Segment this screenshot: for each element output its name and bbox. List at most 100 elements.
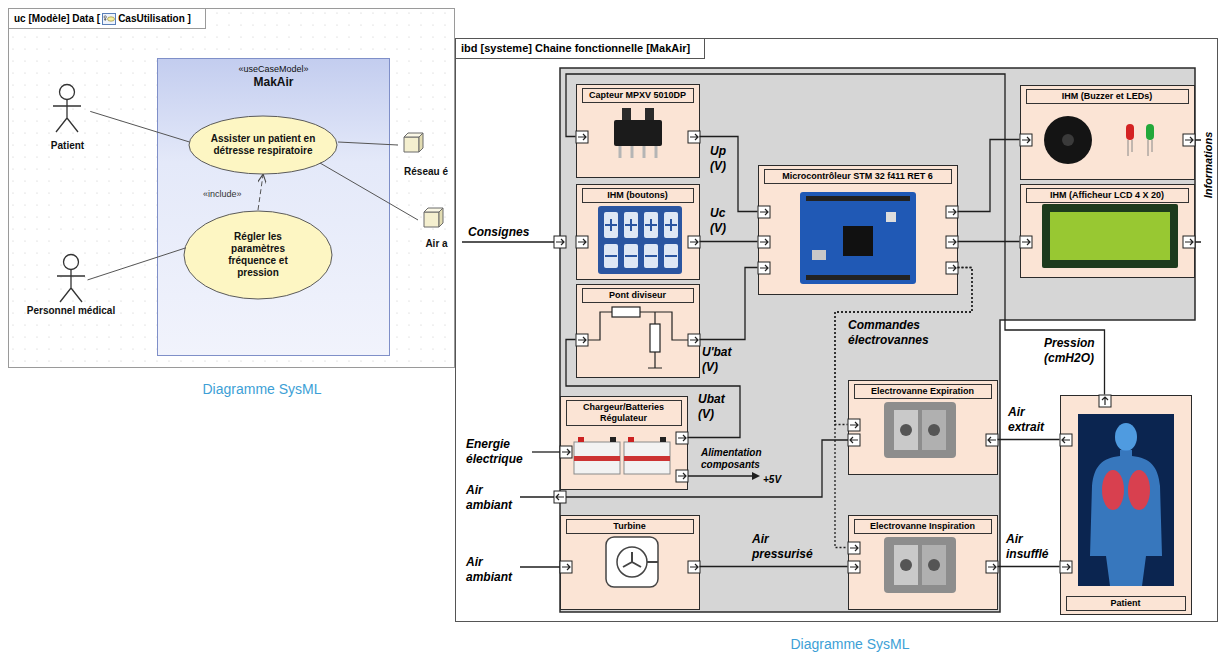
port-arrow	[556, 239, 564, 245]
board-connector	[812, 250, 826, 260]
flow-wire	[520, 566, 560, 567]
board-button	[886, 212, 896, 222]
port-arrow	[690, 134, 698, 140]
flow-port	[688, 236, 700, 248]
port-square	[946, 262, 958, 274]
flow-port	[688, 131, 700, 143]
port-arrow	[850, 545, 858, 551]
connector-group	[88, 74, 1105, 567]
block-icon	[424, 208, 443, 227]
cube-front	[424, 212, 439, 227]
port-square	[946, 206, 958, 218]
port-arrow	[1185, 137, 1193, 143]
label-holder: Air a	[418, 238, 455, 250]
port-arrow	[850, 437, 858, 443]
flow-port	[946, 236, 958, 248]
block-title: Chargeur/Batteries Régulateur	[566, 400, 682, 426]
signal-label: Commandes électrovannes	[848, 318, 958, 348]
icon-frame	[103, 13, 116, 24]
port-square	[688, 334, 700, 346]
connector	[320, 163, 418, 220]
port-arrow	[760, 209, 768, 215]
port-square	[1060, 434, 1072, 446]
actor-head	[64, 255, 79, 270]
flow-label: Consignes	[468, 225, 529, 240]
circuit-wire	[588, 312, 688, 368]
block-title: IHM (boutons)	[582, 188, 694, 203]
port-arrow	[578, 337, 586, 343]
block-title: Capteur MPXV 5010DP	[582, 88, 694, 103]
flow-port	[576, 131, 588, 143]
plus-symbol	[605, 219, 677, 231]
flow-port	[576, 236, 588, 248]
label-holder: Uc (V)	[710, 206, 740, 236]
resistor-symbol	[650, 324, 660, 352]
label-holder: Informations	[1201, 100, 1215, 230]
port-square	[560, 446, 572, 458]
actor-figure	[57, 255, 85, 303]
connector	[566, 340, 740, 438]
port-square	[1060, 561, 1072, 573]
board-pcb	[800, 192, 916, 284]
led-red	[1126, 124, 1134, 140]
use-case-ellipse-shape	[189, 116, 337, 174]
port-arrow	[1102, 397, 1108, 405]
arrowhead	[752, 472, 760, 480]
minus-symbol	[605, 255, 677, 257]
battery-stripe	[624, 456, 670, 461]
port-arrow	[1022, 239, 1030, 245]
board-header	[806, 275, 910, 280]
use-case-name: Régler les paramètres fréquence et press…	[216, 231, 300, 279]
port-square	[848, 542, 860, 554]
turbine-housing	[606, 537, 658, 587]
valve-illustration	[884, 537, 956, 593]
label-holder: Patient	[35, 140, 100, 152]
pressure-sensor-illustration	[614, 108, 662, 158]
port-arrow	[850, 564, 858, 570]
port-arrow	[1185, 239, 1193, 245]
turbine-blades	[623, 552, 658, 567]
valve-body	[884, 402, 956, 458]
dashed-connector	[835, 268, 972, 425]
patient-torso	[1090, 450, 1162, 586]
label-holder: Diagramme SysML	[162, 381, 362, 397]
frame-heading: uc [Modèle] Data [	[14, 12, 100, 25]
flow-port	[1060, 434, 1072, 446]
battery-body	[624, 442, 670, 474]
icon-actor	[104, 15, 106, 17]
buzzer-hole	[1062, 134, 1074, 146]
label-holder: Personnel médical	[12, 305, 130, 317]
flow-label: Air ambiant	[466, 555, 516, 585]
stereotype-label: «include»	[203, 189, 242, 200]
port-square	[1020, 134, 1032, 146]
block-title: Pont diviseur	[582, 288, 694, 303]
block-title: Electrovanne Expiration	[854, 384, 992, 399]
use-case-ellipse-shape	[184, 211, 332, 299]
label-holder: Up (V)	[710, 144, 740, 174]
lung	[1102, 470, 1124, 510]
signal-label: Uc (V)	[710, 206, 740, 236]
stereotype: «useCaseModel»	[158, 64, 389, 74]
port-square	[688, 236, 700, 248]
flow-port	[986, 434, 998, 446]
lcd-frame	[1042, 204, 1178, 268]
patient-head	[1115, 423, 1137, 451]
connector	[998, 439, 1060, 440]
label-holder: +5V	[763, 469, 793, 487]
diagram-frame: Assister un patient en détresse respirat…	[8, 8, 455, 368]
port-arrow	[678, 435, 686, 441]
port-arrow	[1022, 137, 1030, 143]
signal-label: Air extrait	[1008, 405, 1058, 435]
button-panel	[598, 206, 682, 274]
block: Pont diviseur	[576, 284, 700, 378]
flow-port	[758, 262, 770, 274]
board-header	[806, 196, 910, 201]
valve-body	[884, 537, 956, 593]
label-holder: «include»	[203, 183, 253, 201]
external-flow	[462, 140, 1201, 567]
label-holder: Diagramme SysML	[750, 636, 950, 652]
port-arrow	[948, 265, 956, 271]
port-arrow	[850, 422, 858, 428]
flow-label: Air ambiant	[466, 483, 516, 513]
lung	[1128, 470, 1150, 510]
